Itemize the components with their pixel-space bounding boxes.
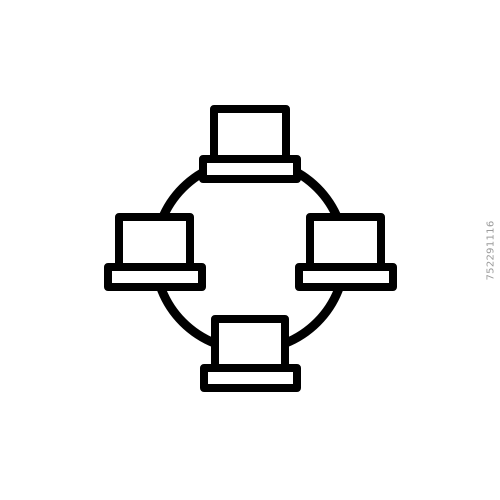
- computer-left-screen: [115, 213, 194, 271]
- computer-left-base: [104, 263, 206, 291]
- watermark-id-text: 752291116: [485, 220, 497, 280]
- computer-right-icon: [295, 213, 397, 291]
- computer-right-screen: [306, 213, 385, 271]
- computer-bottom-screen: [211, 315, 289, 372]
- computer-bottom-base: [200, 364, 301, 392]
- computer-top-icon: [199, 105, 301, 183]
- computer-top-base: [199, 155, 301, 183]
- computer-left-icon: [104, 213, 206, 291]
- computer-bottom-icon: [200, 315, 301, 392]
- watermark-id: 752291116: [484, 0, 498, 500]
- computer-top-screen: [210, 105, 290, 163]
- computer-right-base: [295, 263, 397, 291]
